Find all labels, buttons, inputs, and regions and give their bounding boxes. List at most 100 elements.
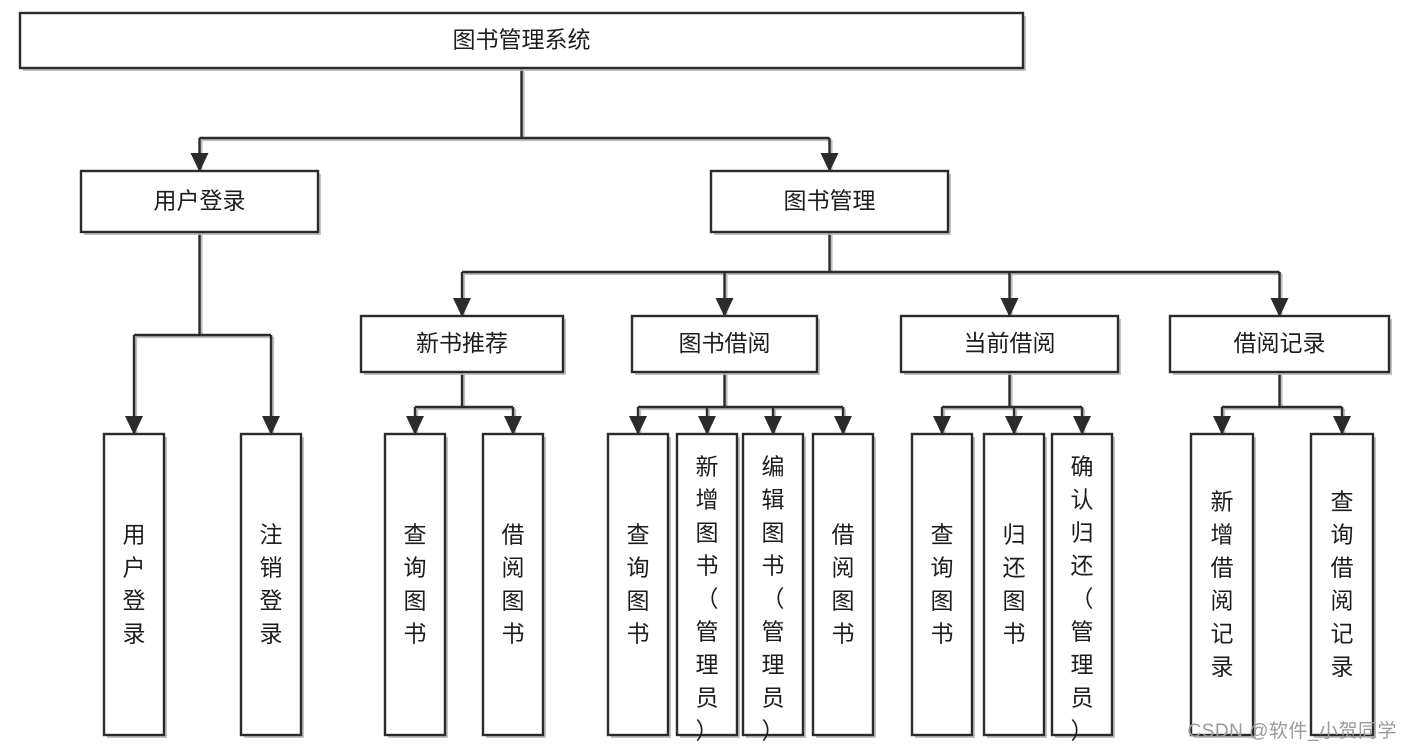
svg-text:阅: 阅 (1211, 587, 1234, 613)
svg-text:借: 借 (1331, 554, 1354, 580)
leaf-book-borrow-1[interactable] (675, 432, 739, 737)
svg-text:户: 户 (123, 554, 146, 580)
edge-root-arrowhead-0 (190, 153, 209, 172)
svg-text:员: 员 (762, 685, 785, 711)
svg-text:录: 录 (1211, 653, 1234, 679)
node-book-borrow[interactable] (630, 314, 819, 374)
edge-new-book-arrowhead-1 (504, 416, 522, 435)
svg-text:管: 管 (762, 619, 785, 645)
svg-text:阅: 阅 (832, 554, 855, 580)
edge-book-mgmt-arrowhead-0 (453, 298, 471, 317)
edge-current-borrow-arrowhead-0 (933, 416, 951, 435)
svg-text:记: 记 (1211, 620, 1234, 646)
edge-book-borrow-arrowhead-2 (764, 416, 782, 435)
node-borrow-record[interactable] (1168, 314, 1391, 374)
leaf-user-login-1[interactable] (239, 432, 303, 737)
node-current-borrow[interactable] (899, 314, 1120, 374)
svg-text:管: 管 (1071, 619, 1094, 645)
leaf-user-login-0[interactable] (102, 432, 166, 737)
svg-text:询: 询 (404, 554, 427, 580)
svg-text:）: ） (762, 718, 785, 744)
leaf-current-borrow-1[interactable] (982, 432, 1046, 737)
edge-new-book-arrowhead-0 (406, 416, 424, 435)
node-book-management[interactable] (709, 169, 950, 234)
svg-text:（: （ (696, 586, 719, 612)
leaf-new-book-1[interactable] (481, 432, 545, 737)
svg-text:认: 认 (1071, 487, 1094, 513)
svg-text:书: 书 (696, 553, 719, 579)
svg-text:查: 查 (404, 521, 427, 547)
svg-text:管: 管 (696, 619, 719, 645)
svg-text:注: 注 (260, 521, 283, 547)
edge-book-mgmt-arrowhead-2 (1000, 298, 1019, 317)
leaf-new-book-0[interactable] (383, 432, 447, 737)
node-user-login[interactable] (79, 169, 320, 234)
connector-layer (125, 68, 1351, 435)
svg-text:图: 图 (502, 587, 525, 613)
svg-text:借: 借 (502, 521, 525, 547)
svg-text:图: 图 (832, 587, 855, 613)
svg-text:询: 询 (931, 554, 954, 580)
svg-text:）: ） (696, 718, 719, 744)
node-new-book-recommend[interactable] (359, 314, 565, 374)
svg-text:借: 借 (832, 521, 855, 547)
svg-text:（: （ (1071, 586, 1094, 612)
svg-text:归: 归 (1071, 520, 1094, 546)
svg-text:新: 新 (1211, 488, 1234, 514)
leaf-current-borrow-2[interactable] (1050, 432, 1114, 737)
node-label-layer: 图书管理系统用户登录图书管理新书推荐图书借阅当前借阅借阅记录用户登录注销登录查询… (123, 27, 1354, 744)
leaf-book-borrow-3[interactable] (811, 432, 875, 737)
svg-text:确: 确 (1071, 454, 1094, 480)
svg-text:）: ） (1071, 718, 1094, 744)
svg-text:图: 图 (404, 587, 427, 613)
leaf-borrow-record-0[interactable] (1189, 432, 1255, 737)
edge-book-borrow-arrowhead-1 (698, 416, 716, 435)
svg-text:增: 增 (1211, 521, 1234, 547)
svg-text:图: 图 (931, 587, 954, 613)
svg-text:新: 新 (696, 454, 719, 480)
svg-text:询: 询 (1331, 521, 1354, 547)
svg-text:归: 归 (1003, 521, 1026, 547)
edge-book-borrow-arrowhead-0 (629, 416, 647, 435)
svg-text:编: 编 (762, 454, 785, 480)
svg-text:登: 登 (260, 587, 283, 613)
svg-text:查: 查 (627, 521, 650, 547)
node-layer (18, 11, 1392, 738)
svg-text:图: 图 (1003, 587, 1026, 613)
svg-text:书: 书 (404, 620, 427, 646)
leaf-book-borrow-0[interactable] (606, 432, 670, 737)
svg-text:用: 用 (123, 521, 146, 547)
node-current-borrow-label: 当前借阅 (964, 330, 1056, 356)
node-borrow-record-label: 借阅记录 (1234, 330, 1326, 356)
svg-text:查: 查 (1331, 488, 1354, 514)
svg-text:销: 销 (260, 554, 283, 580)
node-user-login-label: 用户登录 (154, 188, 246, 214)
svg-text:阅: 阅 (1331, 587, 1354, 613)
svg-text:借: 借 (1211, 554, 1234, 580)
edge-user-login-arrowhead-1 (262, 416, 280, 435)
svg-text:书: 书 (762, 553, 785, 579)
svg-text:图: 图 (627, 587, 650, 613)
svg-text:还: 还 (1071, 553, 1094, 579)
svg-text:录: 录 (260, 620, 283, 646)
svg-text:增: 增 (696, 487, 719, 513)
leaf-book-borrow-2[interactable] (741, 432, 805, 737)
leaf-borrow-record-1[interactable] (1309, 432, 1375, 737)
svg-text:图: 图 (762, 520, 785, 546)
svg-text:查: 查 (931, 521, 954, 547)
svg-text:录: 录 (1331, 653, 1354, 679)
svg-text:员: 员 (696, 685, 719, 711)
root[interactable] (18, 11, 1025, 70)
edge-current-borrow-arrowhead-1 (1005, 416, 1023, 435)
leaf-current-borrow-0[interactable] (910, 432, 974, 737)
svg-text:书: 书 (627, 620, 650, 646)
edge-book-mgmt-arrowhead-1 (715, 298, 734, 317)
